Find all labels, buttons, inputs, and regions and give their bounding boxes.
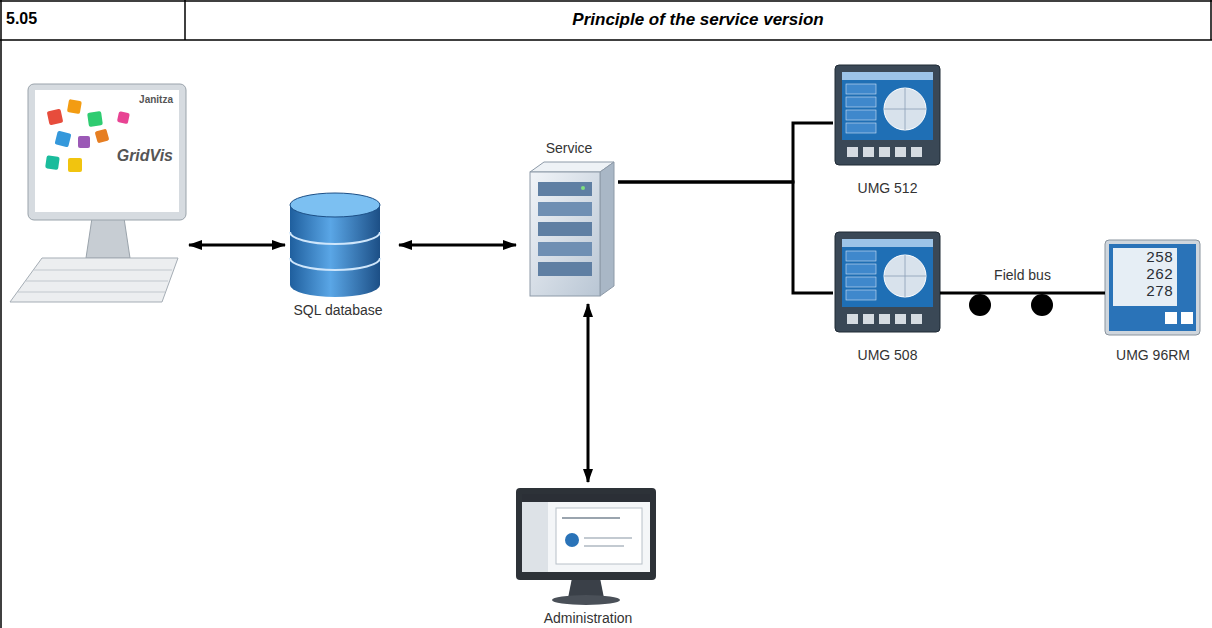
node-label: Administration [544, 610, 633, 626]
umg-96rm-device [1105, 240, 1200, 335]
node-text: GridVis [117, 147, 173, 165]
connector-line [940, 292, 1105, 295]
connector-line [618, 182, 833, 293]
node-label: UMG 512 [858, 180, 918, 196]
connector-line [189, 244, 285, 247]
node-label: UMG 96RM [1116, 347, 1190, 363]
node-label: UMG 508 [858, 347, 918, 363]
section-number: 5.05 [6, 10, 176, 28]
bus-label: Field bus [991, 267, 1054, 283]
node-label: Service [546, 140, 593, 156]
display-reading: 278 [1115, 284, 1173, 301]
connector-line [399, 244, 516, 247]
connector-line [618, 123, 833, 182]
administration-node: Administration [505, 484, 671, 626]
device-node: UMG 96RM [1100, 235, 1206, 363]
gridvis-workstation: JanitzaGridVis [35, 90, 179, 212]
server-tower [530, 162, 614, 296]
device-node: UMG 512 [825, 60, 950, 196]
node-label: Janitza [139, 94, 173, 105]
node-label: SQL database [294, 302, 383, 318]
field-bus-nodes [969, 294, 1053, 316]
sql-database-icon [290, 193, 380, 297]
gridvis-computer [10, 84, 186, 302]
connector-line [587, 304, 590, 482]
page-title: Principle of the service version [185, 0, 1211, 40]
display-reading: 262 [1115, 267, 1173, 284]
administration-monitor [516, 488, 656, 605]
device-node: UMG 508 [825, 227, 950, 363]
database-node: SQL database [283, 190, 393, 318]
display-reading: 258 [1115, 250, 1173, 267]
service-node: Service [520, 140, 618, 300]
